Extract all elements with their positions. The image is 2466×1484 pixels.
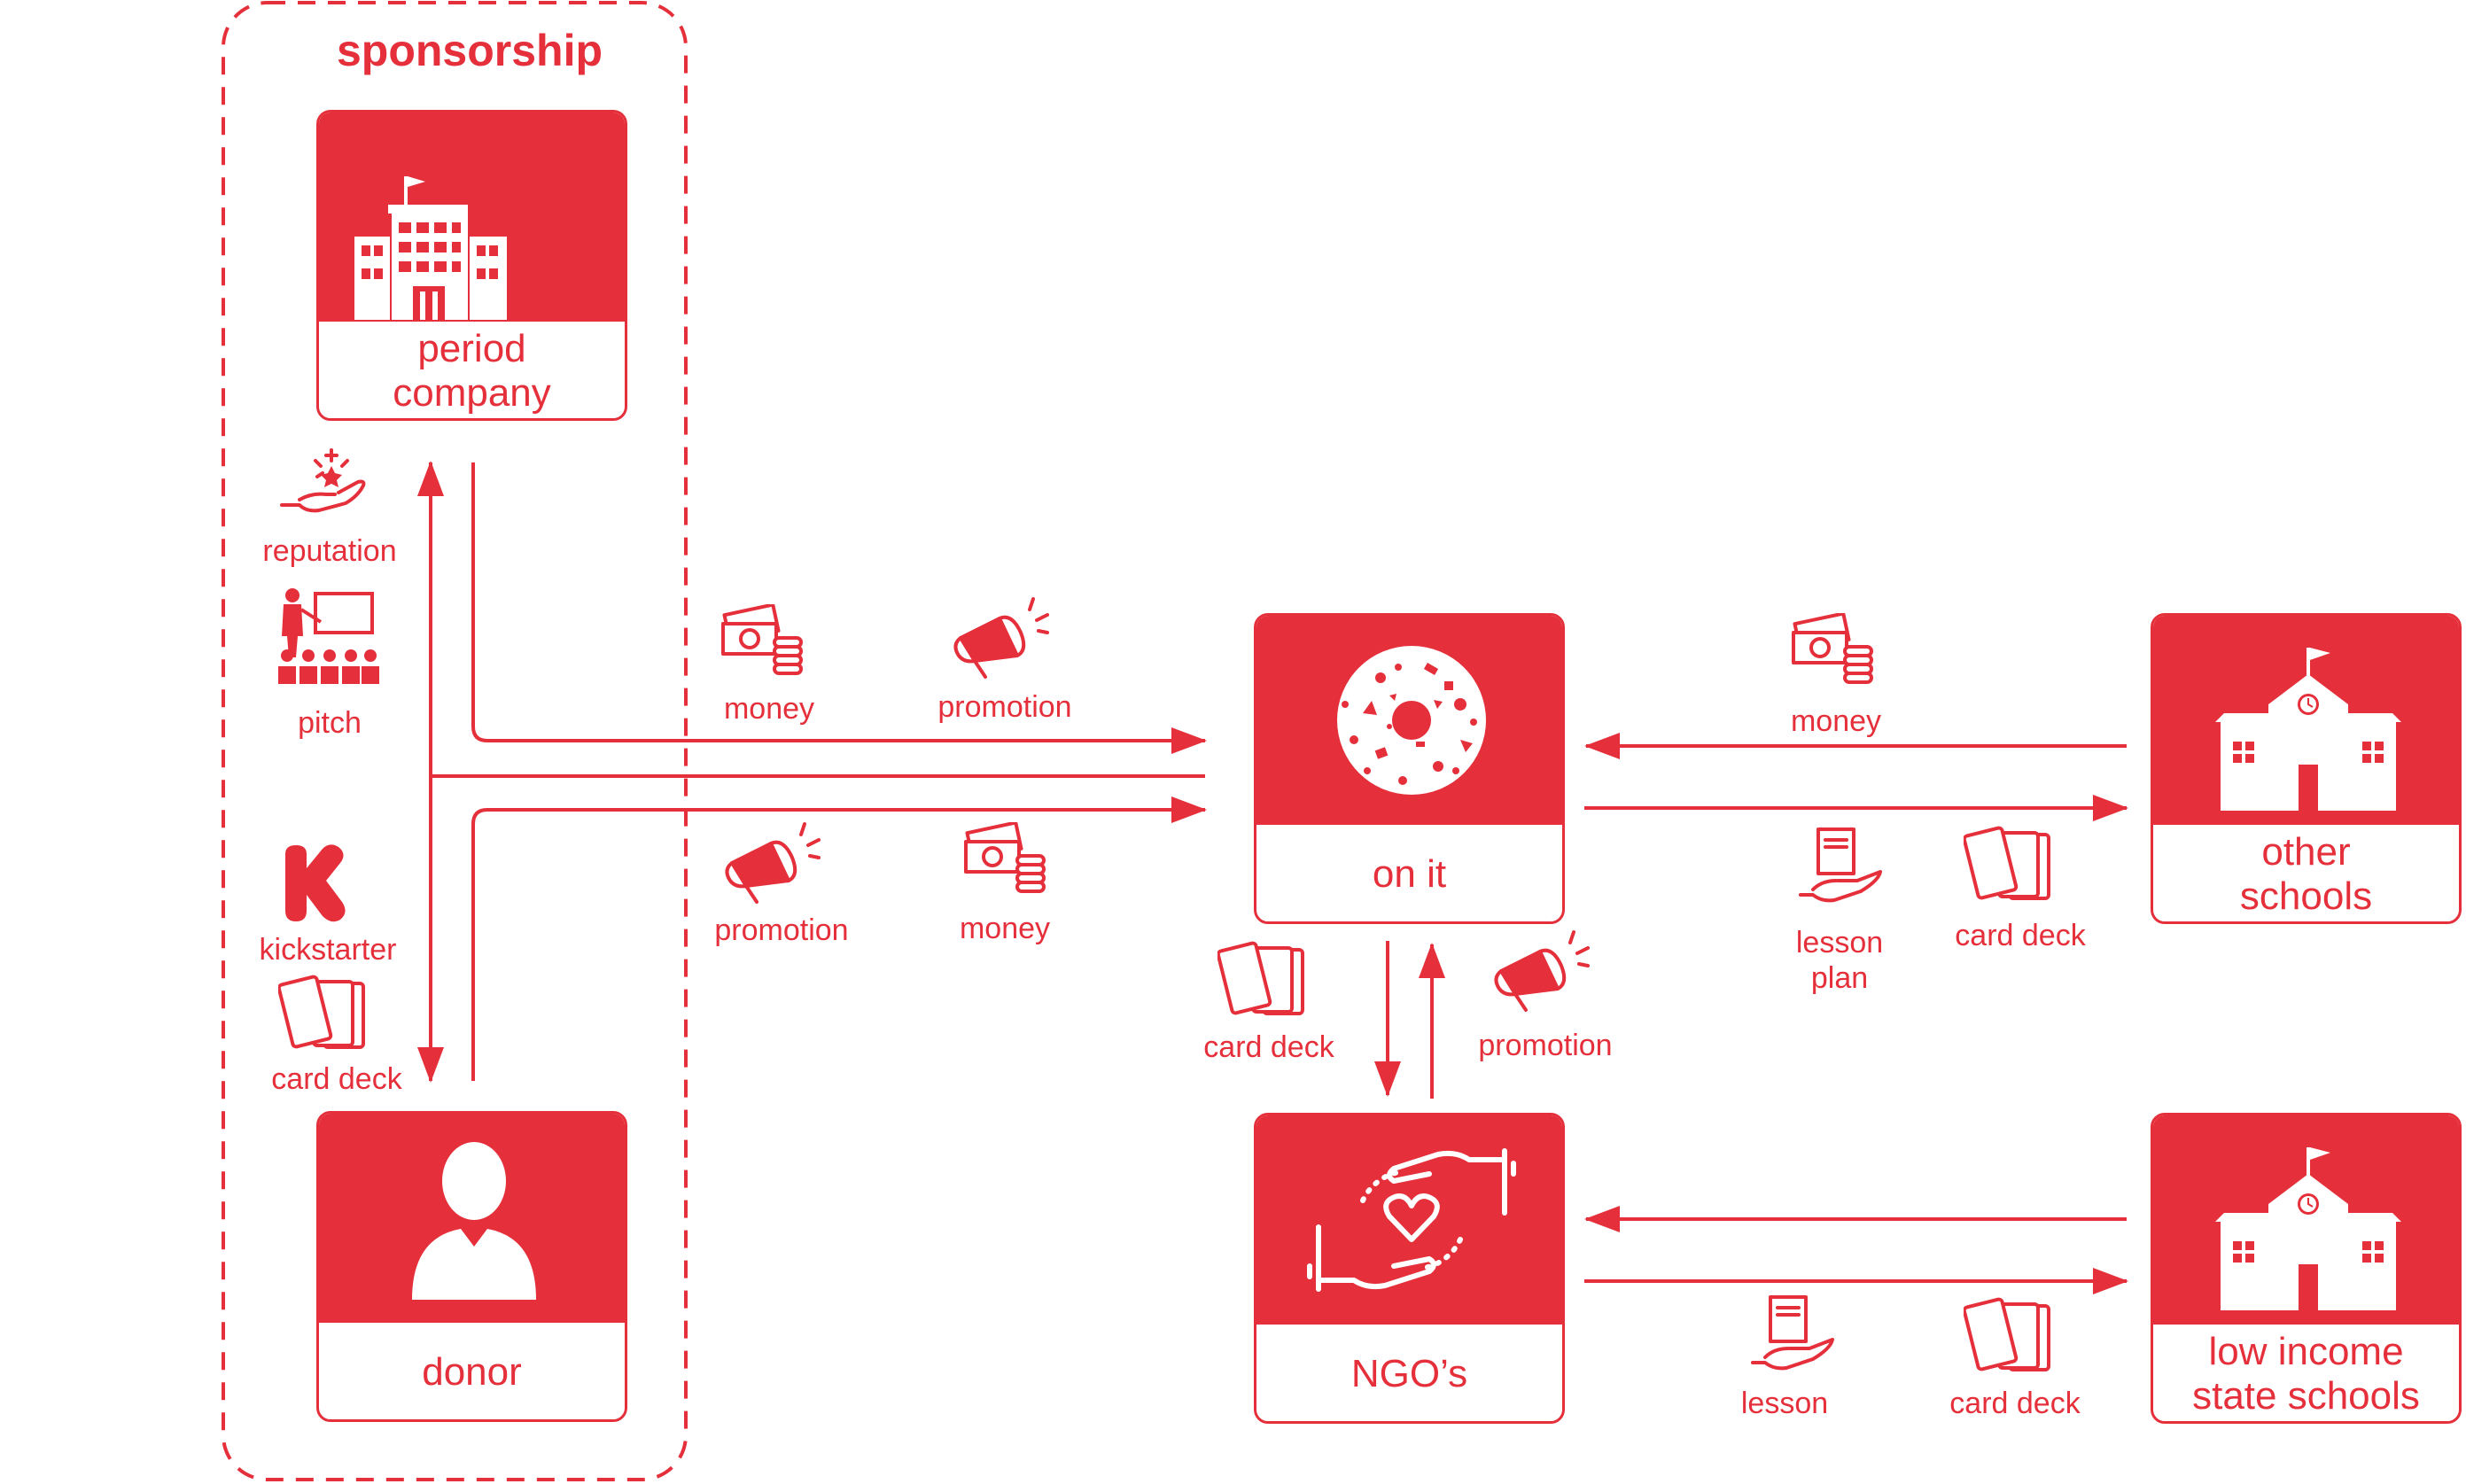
flow-label-lesson-plan: lesson plan: [1795, 926, 1884, 995]
person-icon: [412, 1142, 536, 1300]
school-building-icon: [2215, 648, 2401, 811]
card-deck-icon: [1964, 826, 2050, 900]
flow-label-ngo-promotion: promotion: [1478, 1029, 1613, 1062]
flow-label-low-card-deck: card deck: [1949, 1387, 2081, 1420]
office-building-icon: [354, 176, 507, 320]
hand-sparkle-icon: [280, 448, 366, 513]
node-donor: donor: [316, 1111, 627, 1422]
sponsorship-group-outline: [222, 1, 688, 1481]
megaphone-icon: [953, 597, 1049, 679]
node-label: NGO’s: [1350, 1352, 1468, 1395]
flow-label-donor-card-deck: card deck: [271, 1062, 402, 1096]
flow-label-lesson: lesson: [1740, 1387, 1829, 1420]
node-label: period company: [393, 327, 551, 415]
node-label: other schools: [2239, 830, 2373, 918]
flow-label-company-money: money: [723, 692, 815, 726]
flow-label-donor-promotion: promotion: [714, 913, 849, 947]
flow-label-school-money: money: [1790, 704, 1882, 738]
money-icon: [964, 822, 1046, 893]
node-period-company: period company: [316, 110, 627, 421]
money-icon: [721, 604, 803, 675]
flow-label-school-card-deck: card deck: [1955, 919, 2086, 952]
megaphone-icon: [725, 822, 821, 904]
node-label: low income state schools: [2192, 1330, 2420, 1418]
school-building-icon: [2215, 1147, 2401, 1310]
flow-label-company-promotion: promotion: [937, 690, 1072, 724]
card-deck-icon: [278, 975, 365, 1049]
presentation-icon: [278, 588, 379, 684]
group-title: sponsorship: [337, 26, 603, 75]
donut-pattern-logo: [1337, 646, 1486, 795]
flow-label-pitch: pitch: [298, 706, 362, 740]
node-on-it: on it: [1254, 613, 1565, 924]
node-label: on it: [1372, 852, 1447, 896]
hands-heart-icon: [1307, 1148, 1516, 1292]
book-on-hand-icon: [1799, 827, 1882, 903]
flow-label-ngo-card-deck: card deck: [1203, 1030, 1334, 1064]
arrow-donor-to-onit: [471, 796, 1207, 1081]
kickstarter-logo: [285, 844, 346, 922]
node-low-income-schools: low income state schools: [2151, 1113, 2462, 1424]
flow-label-reputation: reputation: [262, 534, 397, 568]
node-label: donor: [422, 1350, 522, 1394]
flow-label-kickstarter: kickstarter: [259, 933, 397, 967]
book-on-hand-icon: [1751, 1295, 1834, 1371]
money-icon: [1792, 613, 1873, 684]
card-deck-icon: [1964, 1297, 2050, 1371]
flow-label-donor-money: money: [959, 912, 1051, 945]
arrow-company-to-onit: [471, 462, 1207, 754]
card-deck-icon: [1217, 941, 1304, 1015]
node-ngos: NGO’s: [1254, 1113, 1565, 1424]
node-other-schools: other schools: [2151, 613, 2462, 924]
megaphone-icon: [1494, 930, 1590, 1012]
